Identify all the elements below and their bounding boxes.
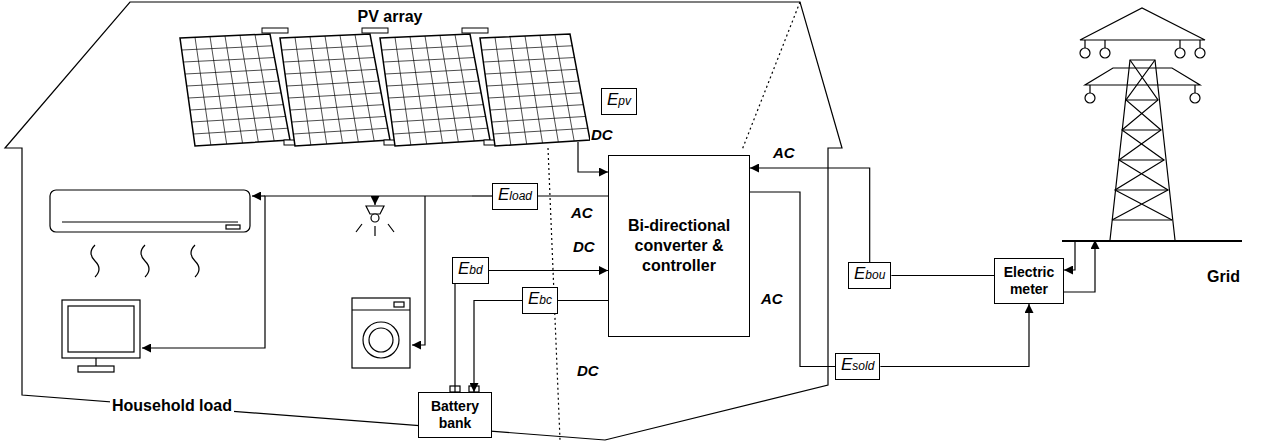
pv-panels (180, 34, 290, 146)
lamp (366, 206, 384, 214)
load-wires (374, 196, 375, 205)
house-outline (5, 2, 842, 440)
pv-panels (282, 35, 388, 145)
air-conditioner (62, 221, 238, 222)
energy-label: Ebou (848, 262, 891, 289)
grid-bus: Grid (1062, 240, 1242, 290)
energy-label: Ebc (522, 287, 558, 314)
load-wires (412, 196, 425, 345)
pv-panels (482, 35, 588, 145)
node-text: Epv (607, 90, 631, 111)
pv-panels (380, 34, 490, 146)
lamp (356, 224, 394, 236)
node-text: Household load (110, 397, 234, 415)
energy-flow-line (880, 304, 1029, 367)
current-type-label: AC (570, 204, 594, 221)
converter-box: Bi-directional converter & controller (608, 155, 750, 337)
node-text: Electric meter (998, 264, 1060, 298)
pv-panels (180, 28, 590, 146)
transmission-tower (1085, 40, 1200, 93)
electric-meter: Electric meter (994, 258, 1064, 304)
energy-flow-line (558, 300, 608, 301)
node-text: Bi-directional converter & controller (613, 216, 745, 276)
energy-flow-line (474, 301, 522, 393)
current-type-label: AC (772, 144, 796, 161)
house-outline (548, 2, 800, 440)
pv-panels (480, 34, 590, 146)
pv-panels (280, 34, 390, 146)
lamp (371, 214, 379, 222)
air-conditioner (226, 225, 240, 229)
current-type-label: AC (760, 290, 784, 307)
node-text: Battery bank (422, 398, 488, 432)
washing-machine (363, 322, 399, 358)
transmission-tower (1110, 60, 1175, 240)
node-text: Grid (1205, 268, 1242, 286)
energy-flow-line (472, 195, 492, 196)
television (78, 366, 114, 372)
energy-flow-line (454, 284, 455, 392)
household-load: Household load (40, 185, 472, 417)
transmission-tower (1085, 93, 1095, 103)
pv-panels (382, 35, 488, 145)
transmission-tower (1112, 60, 1172, 220)
washing-machine (352, 298, 410, 368)
air-conditioner (50, 190, 250, 232)
energy-flow-line (538, 195, 608, 196)
transmission-tower (1175, 48, 1185, 58)
energy-label: Epv (601, 88, 637, 115)
energy-flow-line (750, 168, 870, 262)
energy-flow-line (578, 142, 608, 172)
transmission-tower (1080, 8, 1205, 240)
battery-bank: Battery bank (418, 392, 492, 438)
pv-panels (182, 35, 288, 145)
current-type-label: DC (572, 238, 596, 255)
pv-panels (462, 28, 488, 33)
pv-panels (262, 28, 288, 33)
energy-flow-line (750, 192, 835, 367)
current-type-label: DC (590, 126, 614, 143)
washing-machine (352, 298, 410, 368)
node-text: Ebou (854, 264, 885, 285)
television (68, 306, 134, 352)
pv-panels (362, 28, 388, 33)
washing-machine (394, 302, 404, 307)
house-outline (5, 2, 842, 440)
load-wires (142, 196, 472, 348)
load-wires (142, 196, 472, 348)
node-text: PV array (190, 8, 590, 26)
energy-flow-line (1064, 240, 1095, 292)
energy-label: Esold (835, 353, 880, 380)
transmission-tower (1080, 8, 1205, 40)
television (95, 358, 96, 366)
load-wires (252, 195, 265, 196)
energy-flow-line (891, 275, 994, 276)
energy-label: Ebd (452, 257, 489, 284)
node-text: Esold (841, 355, 874, 376)
transmission-tower (1190, 93, 1200, 103)
washing-machine (352, 309, 410, 310)
energy-flow-line (1064, 240, 1075, 270)
energy-label: Eload (492, 183, 538, 210)
air-conditioner (91, 245, 199, 277)
node-text: Eload (498, 185, 532, 206)
energy-flow-line (489, 270, 608, 271)
node-text: Ebc (528, 289, 552, 310)
transmission-tower (1080, 48, 1090, 58)
current-type-label: DC (576, 362, 600, 379)
air-conditioner (50, 190, 250, 277)
node-text: Ebd (458, 259, 483, 280)
television (62, 300, 140, 358)
television (62, 300, 140, 372)
lamp (356, 206, 394, 236)
pv-array: PV array (190, 6, 590, 148)
washing-machine (369, 328, 393, 352)
transmission-tower (1100, 48, 1110, 58)
transmission-tower (1195, 48, 1205, 58)
